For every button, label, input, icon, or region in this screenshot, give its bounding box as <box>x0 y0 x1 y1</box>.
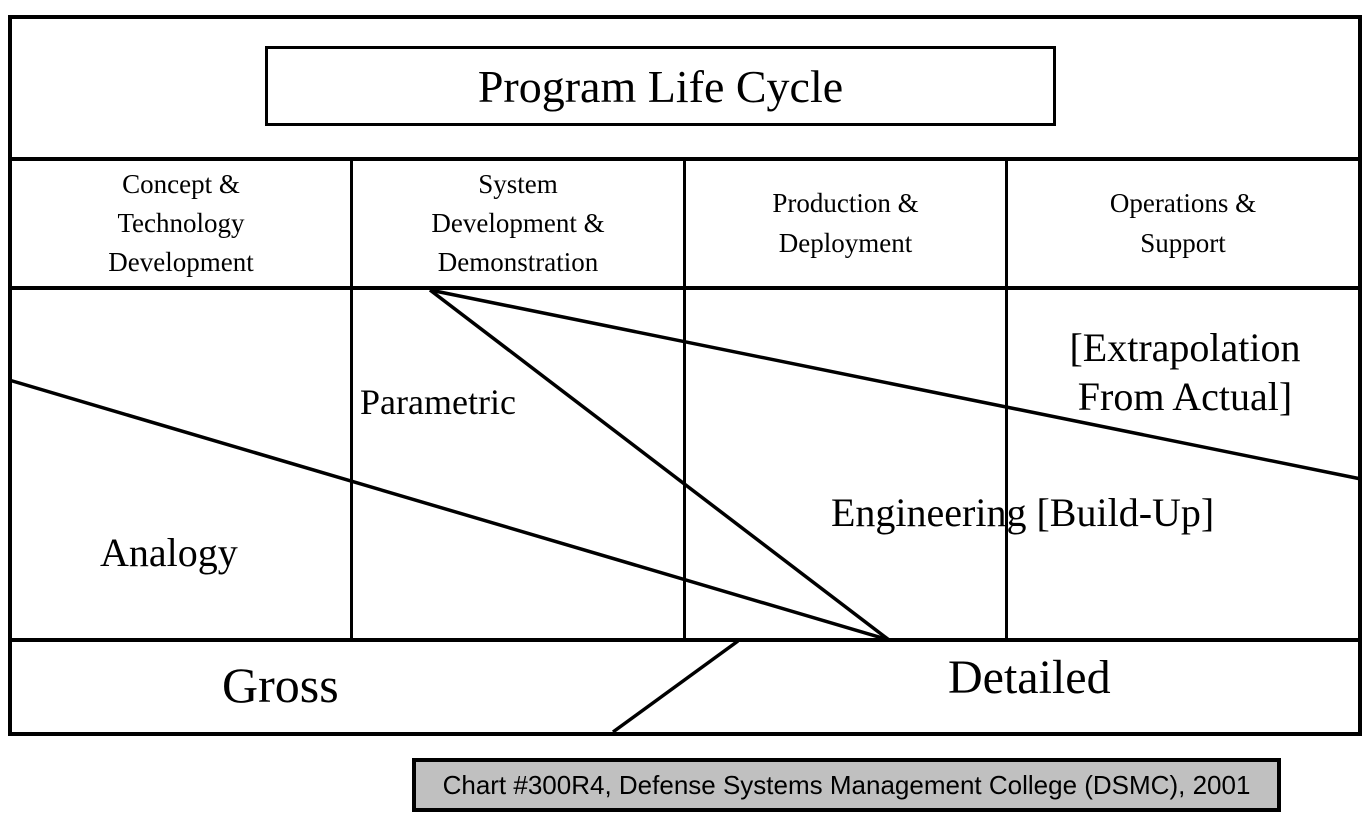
region-label-engineering-build-up: Engineering [Build-Up] <box>831 490 1215 535</box>
source-caption-box: Chart #300R4, Defense Systems Management… <box>412 758 1281 812</box>
extrapolation-boundary-line <box>429 288 1362 481</box>
region-label-extrapolation-from-actual: [Extrapolation From Actual] <box>1069 325 1301 419</box>
phase-header-operations-support: Operations & Support <box>1109 188 1257 258</box>
bottom-bar-label-gross: Gross <box>222 657 339 713</box>
phase-header-concept-technology-development: Concept & Technology Development <box>108 168 254 278</box>
phase-divider-3 <box>1005 157 1008 642</box>
region-label-parametric: Parametric <box>360 382 516 422</box>
phase-divider-1 <box>350 157 353 642</box>
title-box: Program Life Cycle <box>265 46 1056 126</box>
parametric-right-boundary-line <box>428 288 891 642</box>
gross-detailed-divider-line <box>611 639 740 734</box>
phase-header-system-development-demonstration: System Development & Demonstration <box>431 168 605 278</box>
analogy-boundary-line <box>8 378 890 642</box>
phase-divider-2 <box>683 157 686 642</box>
outer-frame <box>8 15 1362 736</box>
source-caption-text: Chart #300R4, Defense Systems Management… <box>442 769 1251 800</box>
region-label-analogy: Analogy <box>100 530 238 575</box>
bottom-bar-label-detailed: Detailed <box>948 651 1111 704</box>
diagram-title: Program Life Cycle <box>477 60 844 112</box>
phase-header-production-deployment: Production & Deployment <box>772 188 919 258</box>
